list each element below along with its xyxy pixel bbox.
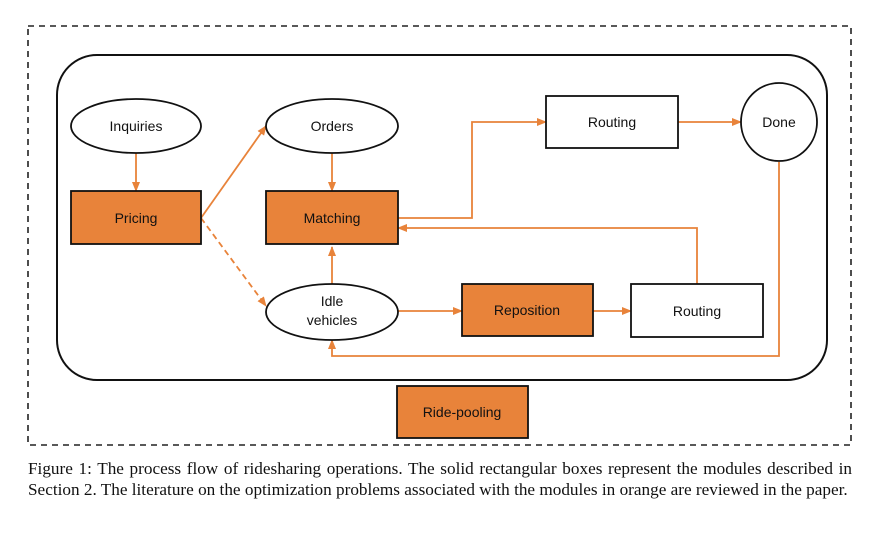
node-pricing-label: Pricing [115,210,158,226]
edge-done-idle [328,162,780,357]
node-routing-top: Routing [545,95,679,149]
figure-caption: Figure 1: The process flow of ridesharin… [28,459,852,499]
outer-dashed-frame [27,25,852,446]
process-flow-diagram: Inquiries Pricing Orders Matching Idle v… [27,25,852,446]
node-idle-vehicles: Idle vehicles [265,283,399,341]
node-matching: Matching [265,190,399,245]
edge-routing-matching [397,224,698,284]
node-done-label: Done [762,114,796,130]
edge-matching-routing-top [398,118,547,219]
node-idle-vehicles-label-line2: vehicles [307,312,358,328]
node-ride-pooling-label: Ride-pooling [423,404,502,420]
node-orders: Orders [265,98,399,154]
inner-process-container [56,54,828,381]
node-inquiries-label: Inquiries [110,118,163,134]
node-idle-vehicles-label-line1: Idle [321,293,344,309]
node-matching-label: Matching [304,210,361,226]
node-orders-label: Orders [311,118,354,134]
node-inquiries: Inquiries [70,98,202,154]
node-routing-bottom: Routing [630,283,764,338]
node-reposition-label: Reposition [494,302,560,318]
node-ride-pooling: Ride-pooling [396,385,529,439]
node-routing-top-label: Routing [588,114,636,130]
node-pricing: Pricing [70,190,202,245]
node-reposition: Reposition [461,283,594,337]
edge-pricing-orders [200,125,267,219]
edge-pricing-idle-dashed [200,217,267,307]
node-done: Done [740,82,818,162]
node-routing-bottom-label: Routing [673,303,721,319]
